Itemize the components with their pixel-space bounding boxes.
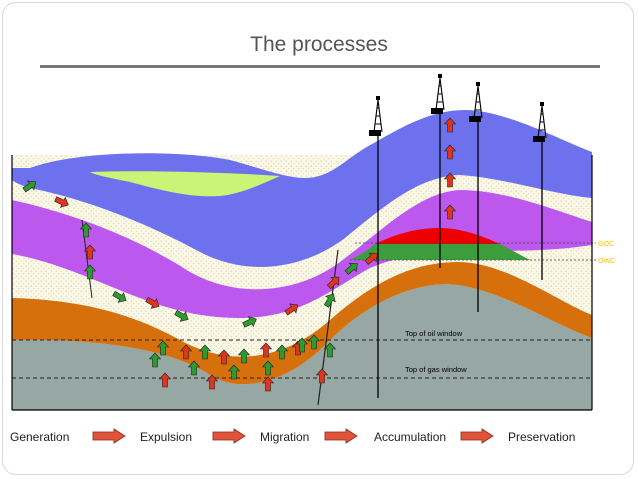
migration-arrow-icon	[156, 340, 170, 356]
source-rock-layer	[12, 262, 592, 385]
flow-step-label: Migration	[260, 430, 310, 444]
slide-frame	[2, 2, 634, 475]
migration-arrow-icon	[158, 372, 172, 388]
migration-arrow-icon	[344, 262, 358, 275]
flow-step-label: Expulsion	[140, 430, 193, 444]
migration-arrow-icon	[148, 352, 162, 368]
migration-arrow-icon	[145, 296, 160, 309]
gas-window-label: Top of gas window	[405, 365, 467, 374]
migration-arrow-icon	[261, 360, 275, 376]
flow-step-label: Accumulation	[374, 430, 447, 444]
migration-arrow-icon	[315, 368, 329, 384]
purple-layer	[12, 190, 592, 318]
migration-arrow-icon	[295, 337, 309, 353]
derrick-icon	[369, 96, 383, 136]
migration-arrow-icon	[83, 264, 97, 280]
migration-arrow-icon	[187, 360, 201, 376]
migration-arrow-icon	[83, 244, 97, 260]
migration-arrow-icon	[112, 290, 127, 303]
right-arrow-icon	[212, 428, 246, 444]
flow-step-label: Generation	[10, 430, 70, 444]
green-top-layer	[90, 171, 280, 197]
migration-arrow-icon	[323, 293, 336, 308]
right-arrow-icon	[460, 428, 494, 444]
gas-cap	[375, 228, 500, 244]
migration-arrow-icon	[443, 172, 457, 188]
migration-arrow-icon	[227, 364, 241, 380]
migration-arrow-icon	[307, 334, 321, 350]
migration-arrow-icon	[275, 344, 289, 360]
oil-window-label: Top of oil window	[405, 329, 463, 338]
migration-arrow-icon	[261, 376, 275, 392]
migration-arrow-icon	[443, 117, 457, 133]
migration-arrow-icon	[323, 342, 337, 358]
migration-arrow-icon	[205, 374, 219, 390]
migration-arrow-icon	[179, 344, 193, 360]
slide-title: The processes	[250, 33, 388, 56]
migration-arrow-icon	[443, 144, 457, 160]
basement-layer	[12, 284, 592, 410]
migration-arrow-icon	[443, 204, 457, 220]
right-arrow-icon	[92, 428, 126, 444]
migration-arrow-icon	[242, 316, 257, 328]
goc-label: GOC	[598, 241, 614, 248]
migration-arrow-icon	[326, 276, 340, 290]
derrick-icon	[533, 102, 547, 142]
migration-arrow-icon	[22, 180, 37, 193]
flow-step-label: Preservation	[508, 430, 576, 444]
migration-arrow-icon	[79, 222, 93, 238]
migration-arrow-icon	[174, 309, 189, 322]
migration-arrow-icon	[259, 342, 273, 358]
migration-arrow-icon	[237, 348, 251, 364]
derrick-icon	[469, 82, 483, 122]
owc-label: OWC	[598, 258, 615, 265]
right-arrow-icon	[324, 428, 358, 444]
title-underline	[40, 65, 600, 68]
migration-arrow-icon	[284, 303, 299, 316]
migration-arrow-icon	[217, 349, 231, 365]
derrick-icon	[431, 74, 445, 114]
migration-arrow-icon	[54, 196, 69, 208]
migration-arrow-icon	[198, 344, 212, 360]
migration-arrow-icon	[364, 252, 378, 265]
